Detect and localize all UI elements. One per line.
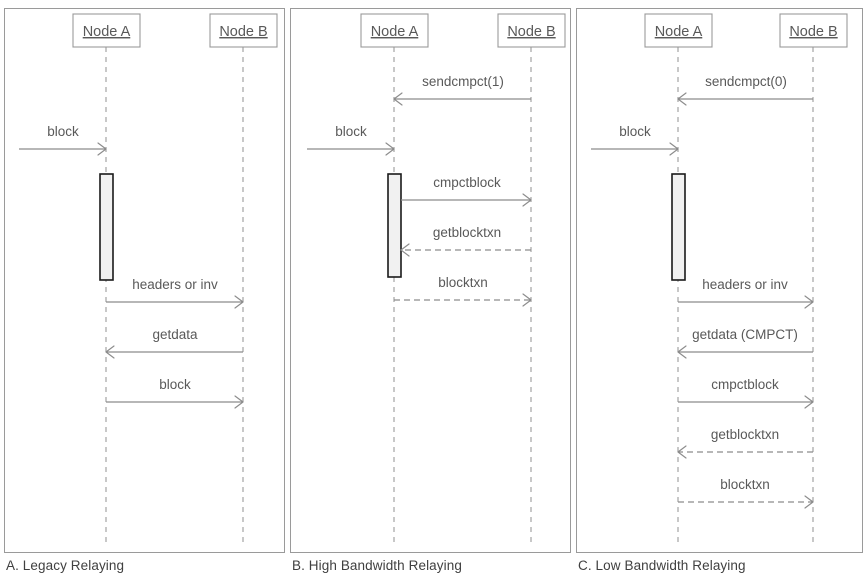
message-label-blocktxn: blocktxn	[438, 275, 488, 290]
message-label-block-in: block	[47, 124, 79, 139]
actor-box-node-b[interactable]	[497, 13, 566, 48]
message-label-getblocktxn: getblocktxn	[433, 225, 501, 240]
message-label-headers-or-inv: headers or inv	[702, 277, 788, 292]
activation-bar-node-a	[387, 173, 402, 278]
panel-a-canvas: Node A Node B block headers or inv getda…	[19, 13, 278, 546]
arrowhead-headers-or-inv	[234, 295, 244, 309]
message-label-getblocktxn: getblocktxn	[711, 427, 779, 442]
arrowhead-getdata-cmpct	[677, 345, 687, 359]
message-label-cmpctblock: cmpctblock	[433, 175, 501, 190]
actor-box-node-a[interactable]	[360, 13, 429, 48]
panel-b-canvas: Node A Node B sendcmpct(1) block cmpctbl…	[307, 13, 566, 546]
activation-bar-node-a	[99, 173, 114, 281]
actor-box-node-b[interactable]	[209, 13, 278, 48]
arrowhead-blocktxn	[804, 495, 814, 509]
actor-label-node-b: Node B	[219, 24, 267, 40]
arrowhead-block-in	[385, 142, 395, 156]
panel-caption-high-bandwidth: B. High Bandwidth Relaying	[292, 558, 462, 573]
panel-caption-legacy: A. Legacy Relaying	[6, 558, 125, 573]
arrowhead-getblocktxn	[400, 243, 410, 257]
actor-label-node-a: Node A	[371, 24, 419, 40]
arrowhead-headers-or-inv	[804, 295, 814, 309]
arrowhead-blocktxn	[522, 293, 532, 307]
panel-caption-low-bandwidth: C. Low Bandwidth Relaying	[578, 558, 746, 573]
arrowhead-cmpctblock	[804, 395, 814, 409]
arrowhead-block-out	[234, 395, 244, 409]
arrowhead-getblocktxn	[677, 445, 687, 459]
arrowhead-block-in	[669, 142, 679, 156]
message-label-block-in: block	[619, 124, 651, 139]
message-label-block-in: block	[335, 124, 367, 139]
panel-low-bandwidth-relaying: Node A Node B sendcmpct(0) block headers…	[576, 8, 863, 553]
activation-bar-node-a	[671, 173, 686, 281]
message-label-getdata-cmpct: getdata (CMPCT)	[692, 327, 798, 342]
message-label-block-out: block	[159, 377, 191, 392]
panel-high-bandwidth-relaying: Node A Node B sendcmpct(1) block cmpctbl…	[290, 8, 571, 553]
actor-label-node-a: Node A	[655, 24, 703, 40]
message-label-getdata: getdata	[152, 327, 198, 342]
message-label-sendcmpct: sendcmpct(0)	[705, 74, 787, 89]
actor-box-node-a[interactable]	[72, 13, 141, 48]
arrowhead-cmpctblock	[522, 193, 532, 207]
actor-box-node-a[interactable]	[644, 13, 713, 48]
actor-label-node-b: Node B	[789, 24, 837, 40]
actor-label-node-b: Node B	[507, 24, 555, 40]
actor-label-node-a: Node A	[83, 24, 131, 40]
actor-box-node-b[interactable]	[779, 13, 848, 48]
message-label-blocktxn: blocktxn	[720, 477, 770, 492]
message-label-cmpctblock: cmpctblock	[711, 377, 779, 392]
message-label-sendcmpct: sendcmpct(1)	[422, 74, 504, 89]
arrowhead-sendcmpct	[677, 92, 687, 106]
message-label-headers-or-inv: headers or inv	[132, 277, 218, 292]
arrowhead-sendcmpct	[393, 92, 403, 106]
arrowhead-getdata	[105, 345, 115, 359]
arrowhead-block-in	[97, 142, 107, 156]
panel-c-canvas: Node A Node B sendcmpct(0) block headers…	[591, 13, 848, 546]
panel-legacy-relaying: Node A Node B block headers or inv getda…	[4, 8, 285, 553]
